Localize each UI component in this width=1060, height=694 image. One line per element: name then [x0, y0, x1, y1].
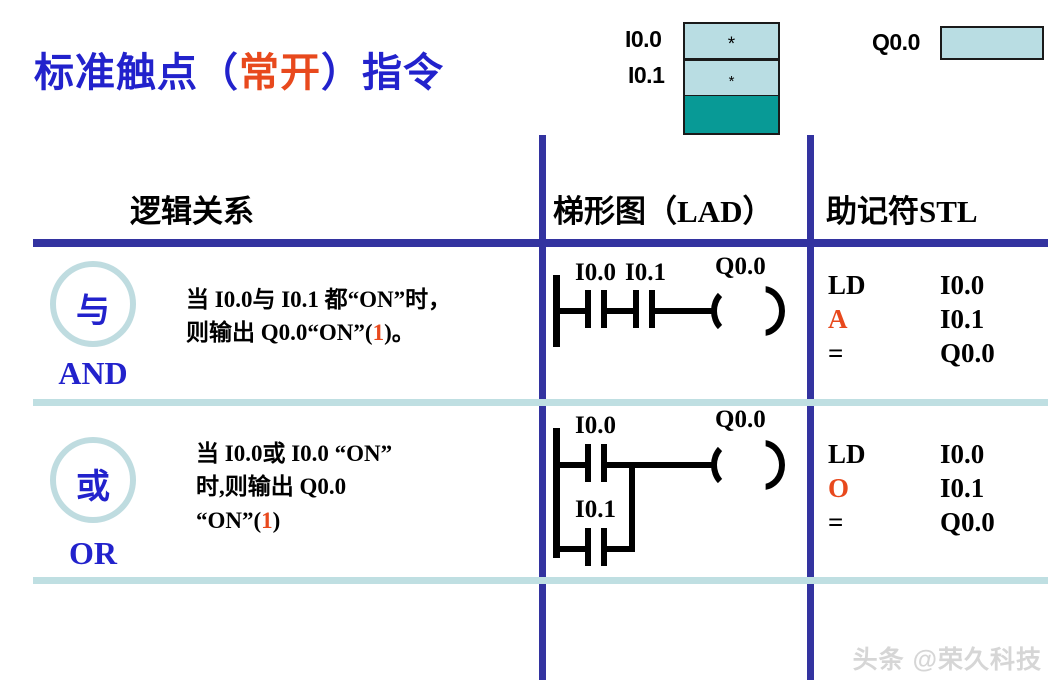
row1-desc-l2-post: )。	[384, 320, 415, 346]
header-stl: 助记符STL	[826, 194, 978, 229]
row-divider-2	[33, 577, 1048, 584]
row2-description-line1: 当 I0.0或 I0.0 “ON”	[196, 441, 393, 466]
row2-desc-l3-post: )	[272, 507, 281, 533]
header-divider	[33, 239, 1048, 247]
row2-wire-top-a	[558, 462, 588, 468]
row2-contact-i01	[585, 528, 607, 566]
row-divider-1	[33, 399, 1048, 406]
row1-stl-op-1: LD	[828, 270, 866, 300]
row2-stl-line-2: O I0.1	[828, 471, 995, 505]
row1-description: 当 I0.0与 I0.1 都“ON”时， 则输出 Q0.0“ON”(1)。	[186, 283, 451, 350]
row2-description: 当 I0.0或 I0.0 “ON” 时,则输出 Q0.0 “ON”(1)	[196, 437, 392, 537]
row1-symbol-circle	[50, 261, 136, 347]
row1-description-line1: 当 I0.0与 I0.1 都“ON”时，	[186, 287, 452, 312]
row2-desc-l3-highlight: 1	[261, 507, 273, 533]
row1-stl-operand-2: I0.1	[940, 304, 985, 335]
row2-symbol-circle	[50, 437, 136, 523]
row2-ladder-diagram: I0.0 I0.1 Q0.0	[553, 406, 798, 580]
status-box-3	[683, 96, 780, 135]
row2-wire-bottom-b	[605, 546, 635, 552]
row1-left-rail	[553, 275, 560, 347]
row1-symbol-char: 与	[76, 293, 110, 330]
page-title: 标准触点（常开）指令	[34, 40, 444, 98]
row1-wire-a	[558, 308, 588, 314]
row2-stl-line-3: = Q0.0	[828, 505, 995, 539]
row1-stl-block: LD I0.0 A I0.1 = Q0.0	[828, 268, 995, 370]
row2-stl-op-1: LD	[828, 439, 866, 469]
input-label-i00: I0.0	[625, 26, 662, 52]
row1-symbol-sub: AND	[58, 355, 128, 391]
row2-ladder-label-q00: Q0.0	[715, 406, 766, 433]
row2-wire-top-b	[605, 462, 715, 468]
row1-stl-operand-3: Q0.0	[940, 338, 995, 369]
row2-stl-operand-2: I0.1	[940, 473, 985, 504]
title-suffix: ）指令	[321, 50, 444, 95]
column-divider-2	[807, 135, 814, 680]
row2-stl-operand-1: I0.0	[940, 439, 985, 469]
row1-stl-line-2: A I0.1	[828, 302, 995, 336]
status-box-2: *	[683, 59, 780, 97]
row2-stl-line-1: LD I0.0	[828, 437, 995, 471]
row2-symbol-sub: OR	[69, 535, 117, 571]
row1-contact-i00	[585, 290, 607, 328]
watermark: 头条 @荣久科技	[852, 646, 1042, 674]
row2-stl-operand-3: Q0.0	[940, 507, 995, 538]
row1-desc-l2-highlight: 1	[372, 320, 385, 346]
row1-desc-l2-pre: 则输出 Q0.0“ON”(	[186, 320, 373, 346]
row2-stl-op-2: O	[828, 473, 850, 504]
row1-ladder-diagram: I0.0 I0.1 Q0.0	[553, 253, 798, 395]
row2-coil-arc-left	[711, 440, 730, 490]
row1-coil-q00	[711, 286, 785, 336]
row1-description-line2: 则输出 Q0.0“ON”(1)。	[186, 316, 451, 349]
row1-stl-line-1: LD I0.0	[828, 268, 995, 302]
row2-ladder-label-i00: I0.0	[575, 412, 616, 439]
row2-coil-arc-right	[765, 440, 785, 490]
row1-wire-b	[605, 308, 635, 314]
title-prefix: 标准触点（	[34, 50, 239, 95]
header-ladder: 梯形图（LAD）	[553, 194, 774, 229]
row1-coil-arc-left	[711, 286, 730, 336]
row2-stl-block: LD I0.0 O I0.1 = Q0.0	[828, 437, 995, 539]
header-logic: 逻辑关系	[130, 194, 254, 229]
row1-wire-c	[653, 308, 713, 314]
input-status-group: I0.0 I0.1 * *	[625, 12, 785, 135]
output-status-box	[940, 26, 1044, 60]
row1-ladder-label-i00: I0.0	[575, 259, 616, 286]
row2-wire-bottom-a	[558, 546, 588, 552]
input-label-i01: I0.1	[628, 62, 665, 88]
row2-branch-joint	[629, 462, 635, 552]
row2-description-line3: “ON”(1)	[196, 504, 392, 537]
row2-contact-i00	[585, 444, 607, 482]
row2-desc-l3-pre: “ON”(	[196, 507, 262, 533]
row2-description-line2: 时,则输出 Q0.0	[196, 474, 347, 500]
output-status-group: Q0.0	[872, 24, 1044, 68]
row1-contact-i01	[633, 290, 655, 328]
row1-stl-operand-1: I0.0	[940, 270, 985, 300]
status-box-1: *	[683, 22, 780, 60]
title-highlight: 常开	[239, 50, 321, 95]
column-divider-1	[539, 135, 546, 680]
row1-coil-arc-right	[765, 286, 785, 336]
row1-stl-op-2: A	[828, 304, 848, 335]
row1-ladder-label-q00: Q0.0	[715, 253, 766, 280]
row2-ladder-label-i01: I0.1	[575, 496, 616, 523]
output-label-q00: Q0.0	[872, 29, 920, 55]
row2-coil-q00	[711, 440, 785, 490]
row1-stl-line-3: = Q0.0	[828, 336, 995, 370]
row2-stl-op-3: =	[828, 507, 844, 538]
row1-ladder-label-i01: I0.1	[625, 259, 666, 286]
row1-stl-op-3: =	[828, 338, 844, 369]
row2-left-rail	[553, 428, 560, 558]
row2-symbol-char: 或	[76, 469, 110, 506]
